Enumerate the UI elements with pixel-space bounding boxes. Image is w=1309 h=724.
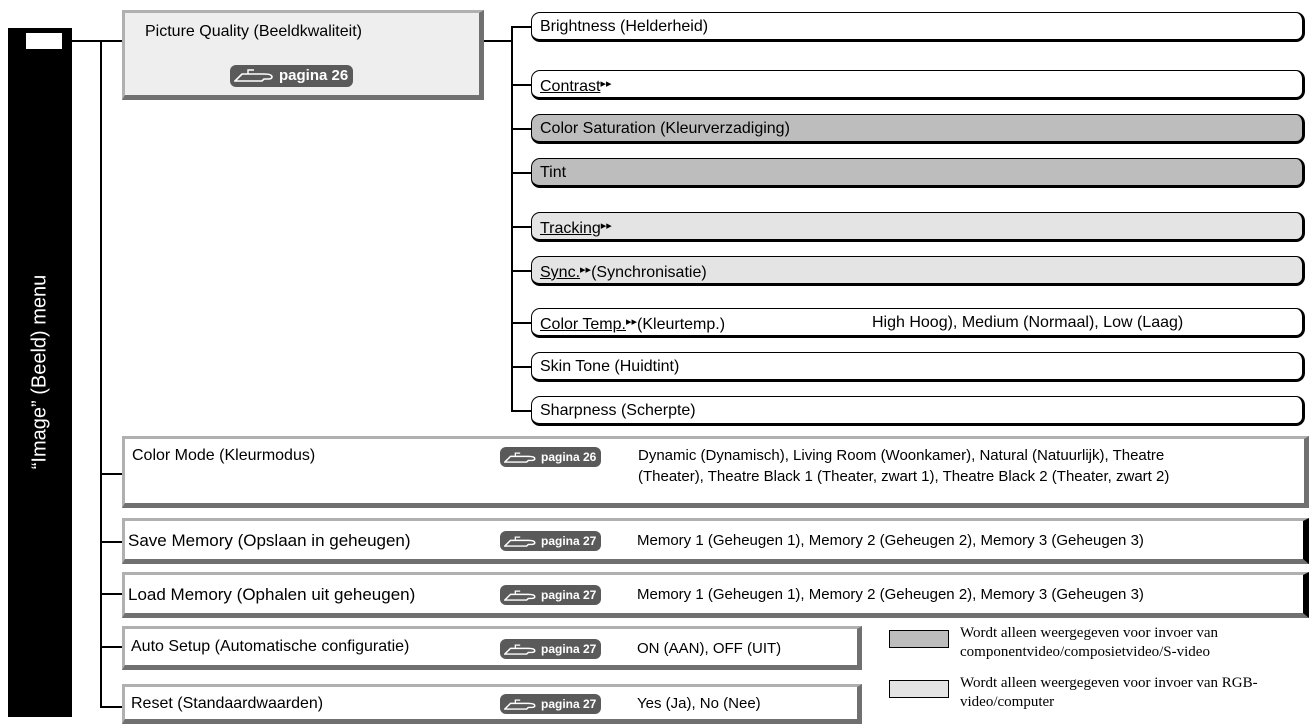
connector: [511, 270, 531, 272]
pointing-hand-icon: [503, 590, 536, 601]
color-mode-panel[interactable]: Color Mode (Kleurmodus) pagina 26 Dynami…: [122, 436, 1309, 508]
color-mode-label: Color Mode (Kleurmodus): [132, 447, 316, 464]
color-mode-options-line1: Dynamic (Dynamisch), Living Room (Woonka…: [638, 447, 1165, 464]
skin-tone-item[interactable]: Skin Tone (Huidtint): [531, 352, 1305, 382]
load-memory-options: Memory 1 (Geheugen 1), Memory 2 (Geheuge…: [637, 586, 1144, 603]
page-ref-label: pagina 27: [541, 697, 597, 711]
color-temp-suffix: (Kleurtemp.): [637, 316, 726, 333]
picture-quality-page-ref[interactable]: pagina 26: [230, 65, 354, 87]
sharpness-label: Sharpness (Scherpte): [540, 402, 696, 419]
legend-swatch-rgb: [889, 680, 949, 698]
glossary-arrow-icon: ▸▸: [600, 220, 612, 232]
auto-setup-panel[interactable]: Auto Setup (Automatische configuratie) p…: [122, 626, 862, 670]
reset-page-ref[interactable]: pagina 27: [500, 694, 602, 714]
load-memory-page-ref[interactable]: pagina 27: [500, 585, 602, 605]
color-mode-options-line2: (Theater), Theatre Black 1 (Theater, zwa…: [638, 468, 1170, 485]
menu-title: “Image” (Beeld) menu: [28, 274, 51, 470]
save-memory-options: Memory 1 (Geheugen 1), Memory 2 (Geheuge…: [637, 532, 1144, 549]
connector: [511, 410, 531, 412]
connector: [511, 226, 531, 228]
save-memory-page-ref[interactable]: pagina 27: [500, 531, 602, 551]
picture-quality-panel[interactable]: Picture Quality (Beeldkwaliteit) pagina …: [122, 10, 484, 100]
connector: [511, 84, 531, 86]
connector: [511, 128, 531, 130]
picture-quality-title: Picture Quality (Beeldkwaliteit): [145, 23, 362, 40]
legend-text-component: Wordt alleen weergegeven voor invoer van…: [960, 625, 1218, 660]
connector: [511, 172, 531, 174]
color-temp-label[interactable]: Color Temp.: [540, 316, 626, 333]
submenu-trunk: [511, 26, 513, 412]
page-ref-label: pagina 27: [541, 534, 597, 548]
color-saturation-item[interactable]: Color Saturation (Kleurverzadiging): [531, 114, 1305, 144]
glossary-arrow-icon: ▸▸: [625, 316, 638, 328]
pointing-hand-icon: [503, 536, 536, 547]
reset-panel[interactable]: Reset (Standaardwaarden) pagina 27 Yes (…: [122, 684, 862, 724]
connector: [100, 40, 122, 42]
color-temp-item[interactable]: Color Temp.▸▸(Kleurtemp.) High Hoog), Me…: [531, 308, 1305, 338]
color-saturation-label: Color Saturation (Kleurverzadiging): [540, 120, 790, 137]
glossary-arrow-icon: ▸▸: [580, 264, 592, 276]
connector: [72, 40, 100, 42]
load-memory-label: Load Memory (Ophalen uit geheugen): [128, 585, 416, 604]
sync-item[interactable]: Sync.▸▸(Synchronisatie): [531, 256, 1305, 286]
menu-marker: [26, 33, 62, 49]
tree-trunk: [100, 40, 102, 708]
contrast-item[interactable]: Contrast▸▸: [531, 70, 1305, 100]
contrast-label[interactable]: Contrast: [540, 78, 601, 95]
sync-label[interactable]: Sync.: [540, 264, 581, 281]
sync-suffix: (Synchronisatie): [591, 264, 707, 281]
connector: [100, 706, 122, 708]
color-temp-options: High Hoog), Medium (Normaal), Low (Laag): [872, 314, 1184, 331]
page-ref-label: pagina 26: [279, 67, 349, 84]
menu-sidebar: [8, 28, 72, 717]
legend-swatch-component: [889, 630, 949, 648]
auto-setup-label: Auto Setup (Automatische configuratie): [131, 638, 410, 655]
reset-label: Reset (Standaardwaarden): [131, 695, 324, 712]
color-mode-page-ref[interactable]: pagina 26: [500, 447, 602, 467]
pointing-hand-icon: [503, 699, 536, 710]
connector: [484, 40, 513, 42]
sharpness-item[interactable]: Sharpness (Scherpte): [531, 396, 1305, 426]
connector: [100, 646, 122, 648]
page-ref-label: pagina 27: [541, 588, 597, 602]
load-memory-panel[interactable]: Load Memory (Ophalen uit geheugen) pagin…: [122, 572, 1309, 618]
glossary-arrow-icon: ▸▸: [600, 78, 612, 90]
tracking-item[interactable]: Tracking▸▸: [531, 212, 1305, 242]
connector: [100, 593, 122, 595]
reset-options: Yes (Ja), No (Nee): [637, 695, 761, 712]
pointing-hand-icon: [503, 452, 536, 463]
skin-tone-label: Skin Tone (Huidtint): [540, 358, 680, 375]
tint-label: Tint: [540, 164, 567, 181]
save-memory-label: Save Memory (Opslaan in geheugen): [128, 531, 411, 550]
pointing-hand-icon: [503, 644, 536, 655]
tint-item[interactable]: Tint: [531, 158, 1305, 188]
connector: [511, 322, 531, 324]
save-memory-panel[interactable]: Save Memory (Opslaan in geheugen) pagina…: [122, 518, 1309, 564]
legend-text-rgb: Wordt alleen weergegeven voor invoer van…: [960, 675, 1258, 710]
connector: [511, 366, 531, 368]
tracking-label[interactable]: Tracking: [540, 220, 601, 237]
page-ref-label: pagina 26: [541, 450, 597, 464]
auto-setup-page-ref[interactable]: pagina 27: [500, 639, 602, 659]
pointing-hand-icon: [233, 69, 273, 82]
connector: [100, 541, 122, 543]
auto-setup-options: ON (AAN), OFF (UIT): [637, 640, 782, 657]
brightness-label: Brightness (Helderheid): [540, 18, 709, 35]
connector: [511, 26, 531, 28]
connector: [100, 473, 122, 475]
page-ref-label: pagina 27: [541, 642, 597, 656]
brightness-item[interactable]: Brightness (Helderheid): [531, 12, 1305, 42]
